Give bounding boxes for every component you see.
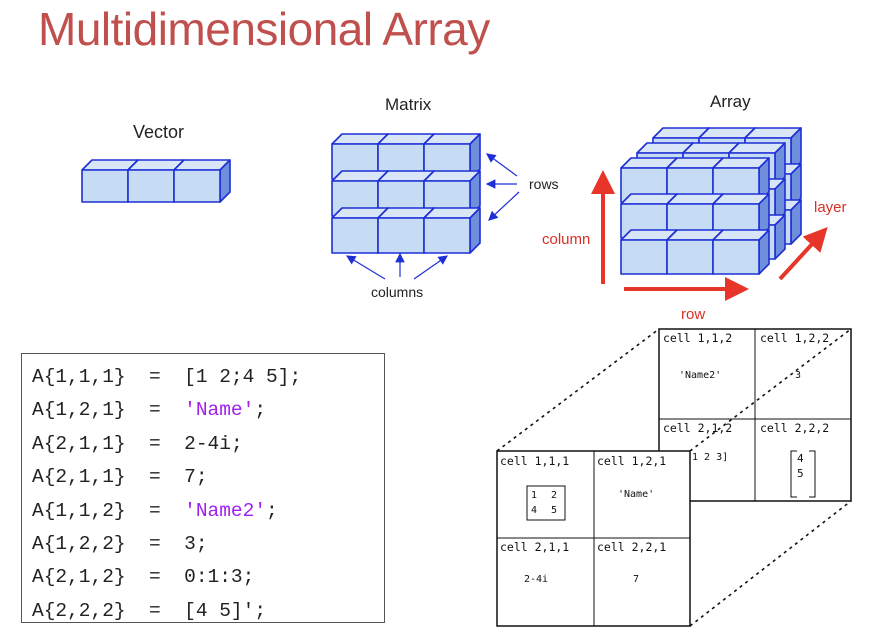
code-end: ; [254,399,267,422]
code-block: A{1,1,1} = [1 2;4 5];A{1,2,1} = 'Name';A… [21,353,385,623]
cell-111-value-1: 1 [531,490,537,501]
cell-111-header: cell 1,1,1 [500,454,569,468]
cell-222-value-2: 5 [797,467,804,480]
array-label: Array [710,92,751,111]
cell-212-header: cell 2,1,2 [663,421,732,435]
code-rhs: 7 [184,466,196,489]
matrix-label: Matrix [385,95,432,114]
slide-title: Multidimensional Array [38,3,490,55]
code-end: ; [195,533,208,556]
code-end: ; [289,366,302,388]
cell-212-content: 1 2 3] [692,452,728,463]
cell-211-header: cell 2,1,1 [500,540,569,554]
column-axis-label: column [542,231,591,248]
cell-112-header: cell 1,1,2 [663,331,732,345]
cell-222-value-1: 4 [797,452,804,465]
layer-axis-label: layer [814,199,847,216]
code-lhs: A{1,1,1} = [32,366,185,388]
cell-222-header: cell 2,2,2 [760,421,829,435]
code-line: A{1,1,2} = 'Name2'; [32,495,384,528]
code-end: ; [266,499,278,522]
matrix-cubes [331,133,481,254]
cell-112-content: 'Name2' [679,370,721,381]
code-line: A{1,2,2} = 3; [32,528,384,561]
code-rhs: 3 [184,533,196,556]
code-rhs: 'Name2' [184,499,267,522]
columns-arrows [345,252,448,280]
code-lhs: A{1,2,1} = [32,399,185,422]
cell-122-header: cell 1,2,2 [760,331,829,345]
code-line: A{2,1,1} = 2-4i; [32,428,384,461]
code-lhs: A{2,2,2} = [32,599,185,622]
layer-axis-arrow [778,227,828,281]
code-end: ; [242,566,255,589]
cell-array-diagram [496,328,852,627]
code-lhs: A{1,1,2} = [32,499,185,522]
vector-label: Vector [133,122,185,142]
code-end: ; [254,599,267,622]
array-cubes [620,127,802,275]
code-lhs: A{2,1,1} = [32,432,185,455]
matrix-box [526,485,566,521]
cube [423,207,481,254]
cube [712,229,770,275]
code-rhs: [4 5]' [184,599,255,622]
code-line: A{2,1,1} = 7; [32,461,384,494]
cell-111-value-2: 2 [551,490,557,501]
code-rhs: 2-4i [184,432,231,455]
code-end: ; [195,466,208,489]
cell-121-header: cell 1,2,1 [597,454,666,468]
code-lhs: A{2,1,2} = [32,566,185,589]
row-axis-label: row [681,306,706,323]
rows-label: rows [529,176,559,192]
cell-121-content: 'Name' [618,489,654,500]
code-rhs: 0:1:3 [184,566,243,589]
columns-label: columns [371,284,424,300]
code-lhs: A{2,1,1} = [32,466,185,489]
code-line: A{2,1,2} = 0:1:3; [32,561,384,594]
code-rhs: 'Name' [184,399,255,422]
vector-cubes [81,159,231,203]
cell-122-content: 3 [795,370,801,381]
code-lhs: A{1,2,2} = [32,533,185,556]
cube [173,159,231,203]
cell-221-content: 7 [633,574,639,585]
code-line: A{1,1,1} = [1 2;4 5]; [32,361,384,394]
cell-111-value-4: 5 [551,505,557,516]
cell-111-value-3: 4 [531,505,537,516]
rows-arrows [485,153,520,221]
code-rhs: [1 2;4 5] [184,366,290,388]
cell-221-header: cell 2,2,1 [597,540,666,554]
code-end: ; [230,432,243,455]
code-line: A{2,2,2} = [4 5]'; [32,595,384,628]
cell-211-content: 2-4i [524,574,548,585]
code-line: A{1,2,1} = 'Name'; [32,394,384,427]
